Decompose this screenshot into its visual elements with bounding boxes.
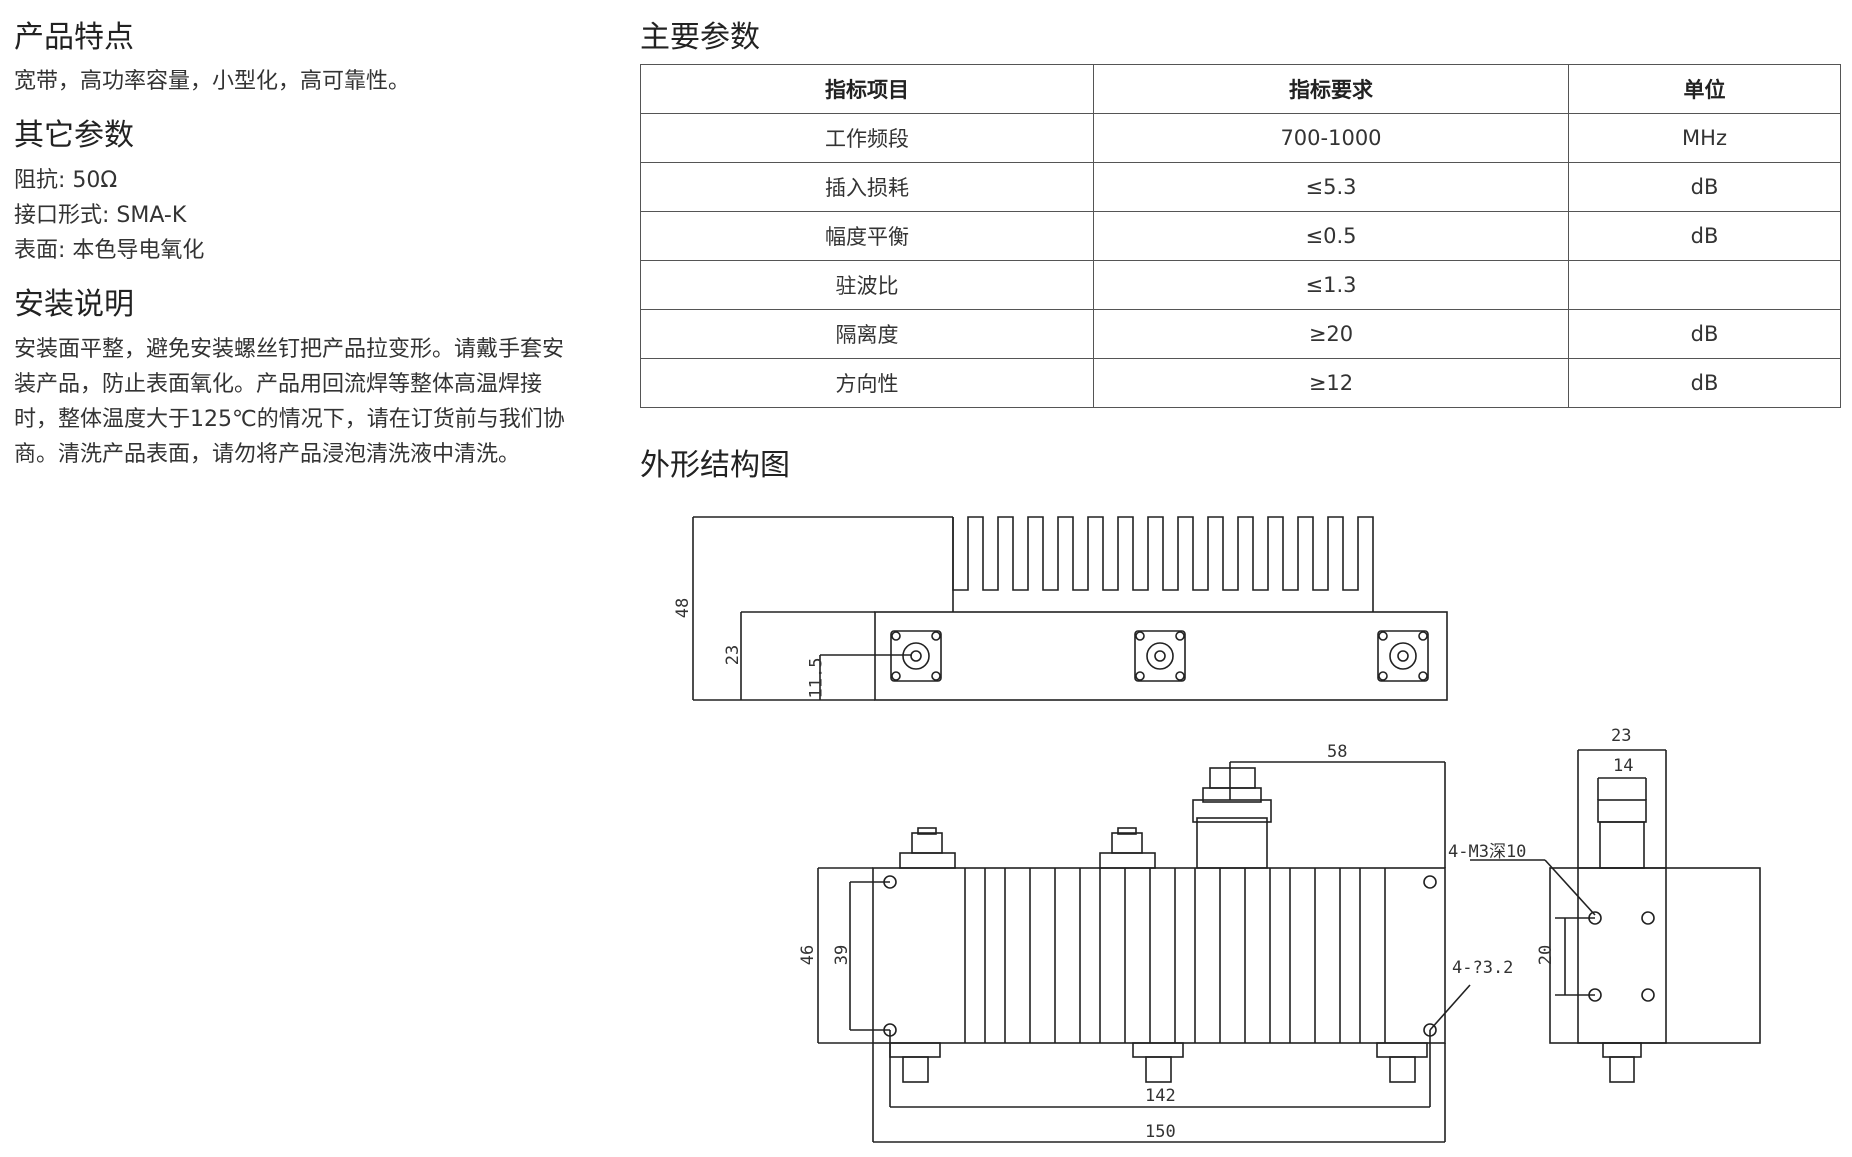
side-view (692, 516, 1448, 701)
table-header-row: 指标项目 指标要求 单位 (640, 64, 1841, 114)
params-table: 指标项目 指标要求 单位 工作频段 700-1000 MHz 插入损耗 ≤5.3… (640, 64, 1841, 408)
table-cell: dB (1568, 211, 1841, 261)
dim-39: 39 (832, 944, 853, 966)
table-cell: 工作频段 (640, 113, 1094, 163)
table-row: 插入损耗 ≤5.3 dB (640, 162, 1841, 212)
dim-142: 142 (1145, 1086, 1176, 1106)
table-cell: 隔离度 (640, 309, 1094, 359)
drawing-heading: 外形结构图 (640, 448, 790, 483)
side-body (874, 611, 1448, 701)
install-line-4: 商。清洗产品表面，请勿将产品浸泡清洗液中清洗。 (14, 442, 521, 467)
m3-annotation: 4-M3深10 (1448, 842, 1527, 862)
side-connector (890, 630, 942, 682)
side-connector (1134, 630, 1186, 682)
table-row: 隔离度 ≥20 dB (640, 309, 1841, 359)
table-cell: dB (1568, 358, 1841, 408)
table-cell: 插入损耗 (640, 162, 1094, 212)
dim-14: 14 (1613, 756, 1634, 776)
sma-connector (1099, 827, 1156, 869)
column-header: 指标要求 (1093, 64, 1569, 114)
column-header: 指标项目 (640, 64, 1094, 114)
surface-line: 表面: 本色导电氧化 (14, 238, 205, 263)
dim-23: 23 (723, 644, 744, 666)
end-body-outer (1549, 867, 1761, 1044)
sma-connector (1132, 1042, 1184, 1083)
end-body-inner (1577, 867, 1667, 1044)
table-cell: ≤0.5 (1093, 211, 1569, 261)
table-cell: ≤1.3 (1093, 260, 1569, 310)
table-cell: ≤5.3 (1093, 162, 1569, 212)
table-cell: ≥20 (1093, 309, 1569, 359)
table-row: 幅度平衡 ≤0.5 dB (640, 211, 1841, 261)
install-line-2: 装产品，防止表面氧化。产品用回流焊等整体高温焊接 (14, 372, 543, 397)
table-row: 工作频段 700-1000 MHz (640, 113, 1841, 163)
table-cell: dB (1568, 309, 1841, 359)
hole-annotation: 4-?3.2 (1452, 958, 1514, 978)
dim-58: 58 (1327, 742, 1348, 762)
front-view (817, 761, 1596, 1143)
sma-connector (889, 1042, 941, 1083)
table-cell: MHz (1568, 113, 1841, 163)
table-cell: 方向性 (640, 358, 1094, 408)
front-body (872, 867, 1446, 1044)
dim-20: 20 (1536, 944, 1557, 966)
install-line-1: 安装面平整，避免安装螺丝钉把产品拉变形。请戴手套安 (14, 337, 565, 362)
install-line-3: 时，整体温度大于125℃的情况下，请在订货前与我们协 (14, 407, 565, 432)
column-header: 单位 (1568, 64, 1841, 114)
dim-46: 46 (798, 944, 819, 966)
table-cell: 700-1000 (1093, 113, 1569, 163)
install-heading: 安装说明 (14, 287, 134, 322)
dim-11-5: 11.5 (806, 657, 827, 699)
side-connector (1377, 630, 1429, 682)
dim-48: 48 (673, 597, 694, 619)
table-cell: dB (1568, 162, 1841, 212)
heatsink-fins (952, 516, 1374, 612)
table-cell: ≥12 (1093, 358, 1569, 408)
sma-connector (1376, 1042, 1428, 1083)
table-row: 方向性 ≥12 dB (640, 358, 1841, 408)
n-connector (1192, 767, 1272, 869)
dim-23-end: 23 (1611, 726, 1632, 746)
dim-150: 150 (1145, 1122, 1176, 1142)
table-row: 驻波比 ≤1.3 (640, 260, 1841, 310)
table-cell (1568, 260, 1841, 310)
table-cell: 驻波比 (640, 260, 1094, 310)
other-params-heading: 其它参数 (14, 118, 134, 153)
table-cell: 幅度平衡 (640, 211, 1094, 261)
impedance-line: 阻抗: 50Ω (14, 168, 118, 193)
params-heading: 主要参数 (640, 20, 760, 55)
interface-line: 接口形式: SMA-K (14, 203, 187, 228)
features-text: 宽带，高功率容量，小型化，高可靠性。 (14, 69, 411, 94)
sma-connector (899, 827, 956, 869)
end-view (1549, 749, 1761, 1083)
features-heading: 产品特点 (14, 20, 134, 55)
